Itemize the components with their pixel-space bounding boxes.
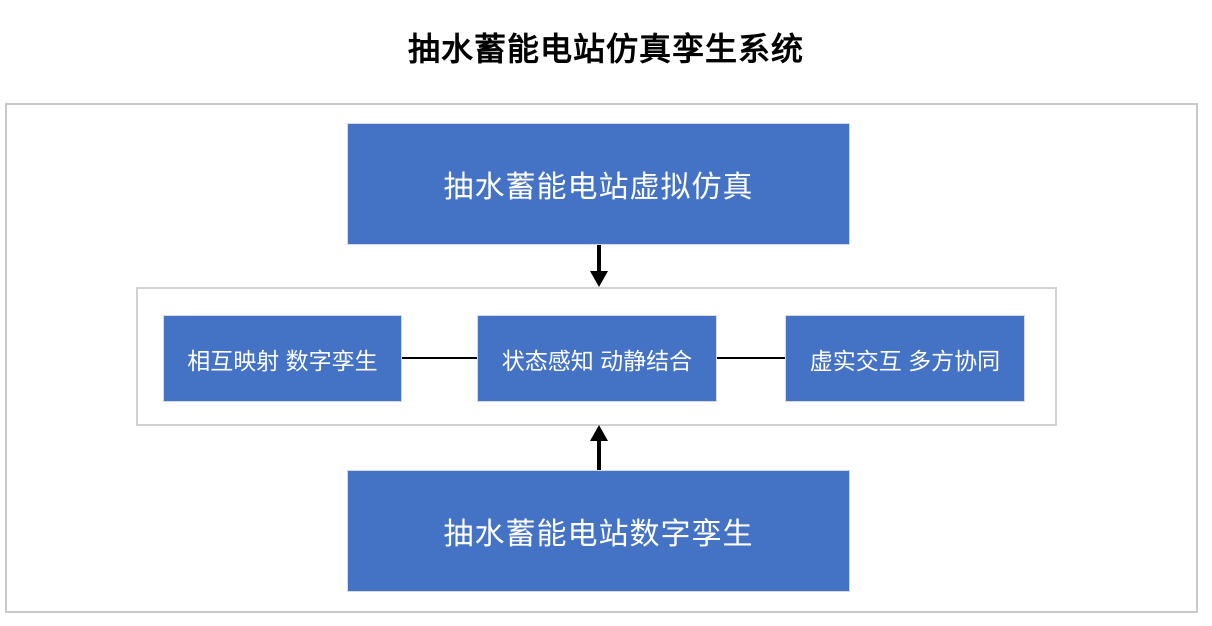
node-virtual-real-interaction-label: 虚实交互 多方协同 bbox=[809, 347, 1001, 374]
node-digital-twin-label: 抽水蓄能电站数字孪生 bbox=[443, 518, 754, 551]
node-virtual-simulation-label: 抽水蓄能电站虚拟仿真 bbox=[443, 171, 754, 204]
connector-line-left bbox=[402, 357, 477, 359]
connector-line-right bbox=[717, 357, 785, 359]
arrow-down-icon bbox=[590, 271, 608, 287]
arrow-up-icon bbox=[590, 425, 608, 441]
node-virtual-simulation: 抽水蓄能电站虚拟仿真 bbox=[347, 123, 850, 245]
node-state-perception-label: 状态感知 动静结合 bbox=[501, 347, 693, 374]
node-virtual-real-interaction: 虚实交互 多方协同 bbox=[785, 315, 1025, 402]
page-title: 抽水蓄能电站仿真孪生系统 bbox=[407, 31, 804, 67]
arrow-down-stem bbox=[597, 245, 601, 273]
node-digital-twin: 抽水蓄能电站数字孪生 bbox=[347, 470, 850, 592]
node-mutual-mapping: 相互映射 数字孪生 bbox=[163, 315, 402, 402]
arrow-up-stem bbox=[597, 440, 601, 470]
node-state-perception: 状态感知 动静结合 bbox=[477, 315, 717, 402]
node-mutual-mapping-label: 相互映射 数字孪生 bbox=[187, 347, 378, 374]
